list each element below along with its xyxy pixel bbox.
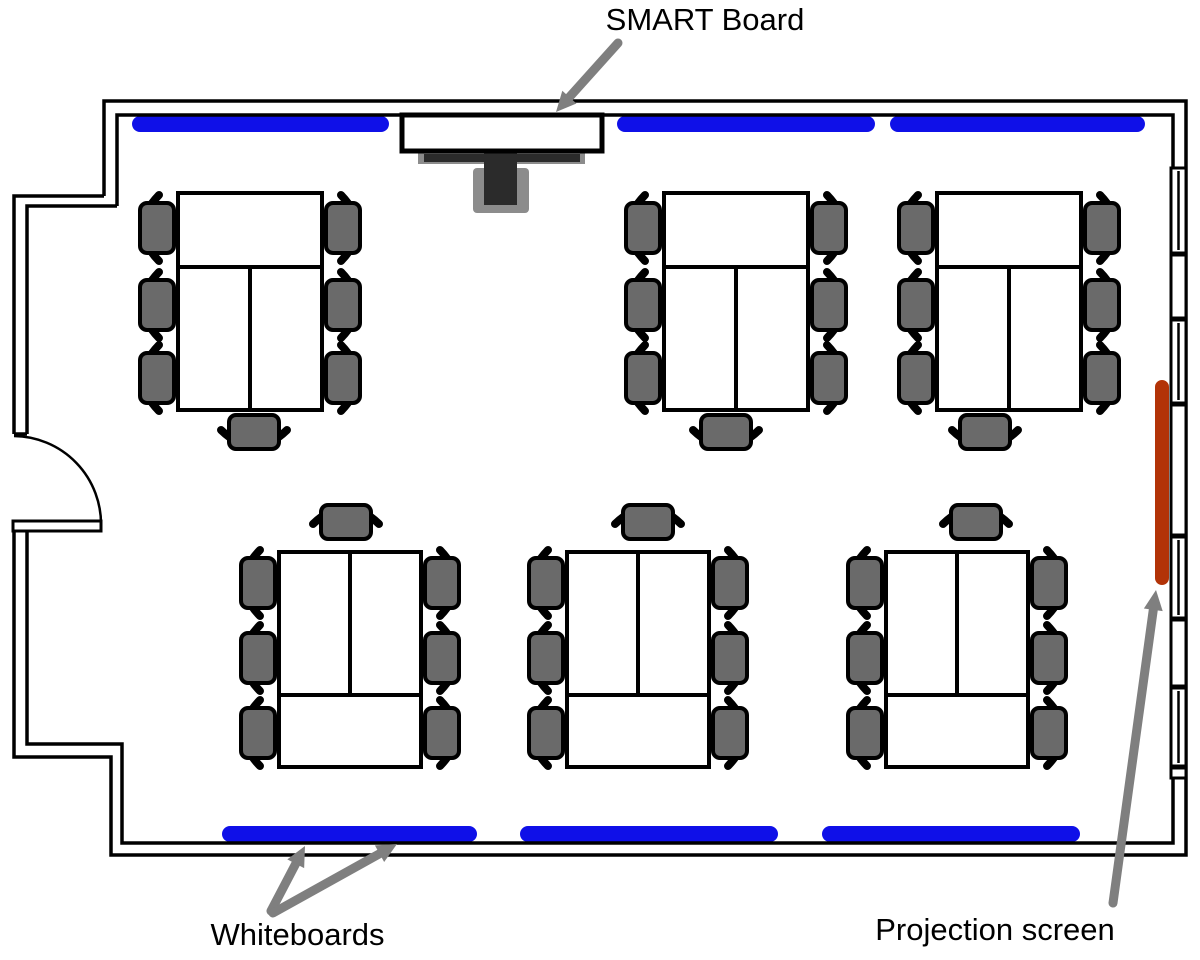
table-cluster [138, 191, 362, 451]
smart-board [399, 112, 605, 213]
chair [1030, 546, 1068, 620]
table-head [565, 693, 711, 769]
table-cluster [897, 191, 1121, 451]
table-half [176, 265, 252, 412]
table-cluster [239, 503, 461, 770]
chair [611, 503, 685, 541]
chair [624, 191, 662, 265]
window [1169, 618, 1188, 688]
table-cluster [846, 503, 1068, 770]
table-half [935, 265, 1011, 412]
chair [897, 341, 935, 415]
chair [1083, 341, 1121, 415]
table-half [1007, 265, 1083, 412]
table-cluster [527, 503, 749, 770]
outer-wall [12, 99, 1188, 857]
chair [846, 696, 884, 770]
table-head [935, 191, 1083, 269]
whiteboards-label: Whiteboards [210, 917, 385, 952]
table-half [636, 550, 711, 697]
table-half [348, 550, 423, 697]
table-head [884, 693, 1030, 769]
table-half [734, 265, 810, 412]
table-half [884, 550, 959, 697]
chair [324, 191, 362, 265]
chair [810, 268, 848, 342]
chair [324, 341, 362, 415]
projection-screen-label: Projection screen [875, 912, 1115, 947]
chair [810, 191, 848, 265]
chair [527, 546, 565, 620]
chair [711, 696, 749, 770]
inner-wall [25, 113, 1175, 845]
chair [1030, 696, 1068, 770]
projection-screen-arrow [1108, 590, 1163, 908]
chair [423, 621, 461, 695]
chair [846, 546, 884, 620]
table-cluster [624, 191, 848, 451]
table-half [662, 265, 738, 412]
table-head [176, 191, 324, 269]
chair [846, 621, 884, 695]
chair [527, 621, 565, 695]
whiteboards-arrow-1 [266, 846, 305, 916]
projection-screen [1155, 380, 1169, 585]
chair [948, 413, 1022, 451]
chair [810, 341, 848, 415]
chair [527, 696, 565, 770]
chair [239, 696, 277, 770]
chair [711, 546, 749, 620]
chair [239, 546, 277, 620]
whiteboards-arrow-2 [268, 844, 397, 918]
chair [624, 341, 662, 415]
chair [689, 413, 763, 451]
chair [711, 621, 749, 695]
chair [138, 268, 176, 342]
chair [309, 503, 383, 541]
chair [138, 191, 176, 265]
chair [217, 413, 291, 451]
smart-board-arrow [556, 38, 623, 112]
chair [897, 268, 935, 342]
table-half [248, 265, 324, 412]
chair [423, 546, 461, 620]
door [11, 432, 103, 533]
table-head [662, 191, 810, 269]
table-half [277, 550, 352, 697]
chair [239, 621, 277, 695]
smart-board-label: SMART Board [605, 2, 805, 37]
chair [1083, 191, 1121, 265]
table-half [955, 550, 1030, 697]
chair [423, 696, 461, 770]
chair [138, 341, 176, 415]
table-half [565, 550, 640, 697]
window [1169, 766, 1188, 780]
chair [1083, 268, 1121, 342]
chair [1030, 621, 1068, 695]
table-head [277, 693, 423, 769]
window [1169, 403, 1188, 537]
chair [897, 191, 935, 265]
smart-board-panel [399, 112, 605, 154]
chair [624, 268, 662, 342]
window [1169, 253, 1188, 320]
chair [939, 503, 1013, 541]
chair [324, 268, 362, 342]
